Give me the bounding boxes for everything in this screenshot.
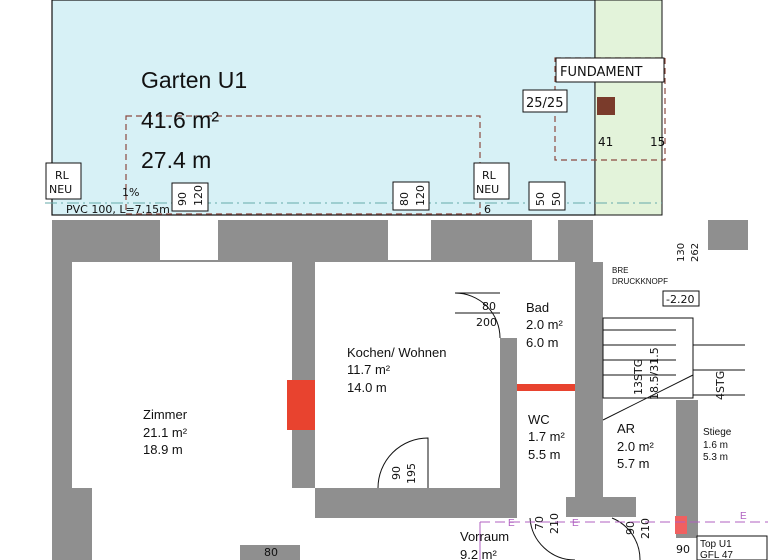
door-bad-width: 80: [482, 300, 496, 313]
svg-text:E: E: [740, 511, 747, 522]
dim-130: 130: [676, 243, 687, 262]
svg-text:Zimmer: Zimmer: [143, 407, 188, 422]
svg-text:11.7 m²: 11.7 m²: [347, 362, 391, 377]
room-vorraum[interactable]: Vorraum 9.2 m²: [460, 529, 509, 560]
window-tag-1: 90 120: [171, 182, 209, 212]
room-kochen-wohnen[interactable]: Kochen/ Wohnen 11.7 m² 14.0 m: [347, 345, 447, 395]
druckknopf-label[interactable]: DRUCKKNOPF: [612, 277, 668, 286]
door-bottom-width: 90: [676, 543, 690, 556]
svg-text:2.0 m²: 2.0 m²: [617, 439, 655, 454]
post-tag: [522, 89, 568, 113]
dim-262: 262: [690, 243, 701, 262]
svg-text:120: 120: [414, 185, 427, 206]
stair-dim-label: 18.5/31.5: [648, 347, 661, 400]
door-kochen-height: 195: [405, 463, 418, 484]
garden-area-value: 41.6 m²: [141, 107, 219, 133]
rl-neu-tag-right: RL NEU: [473, 162, 510, 200]
walls: [52, 220, 748, 560]
stair-steps-label: 13STG: [632, 359, 645, 395]
svg-text:Stiege: Stiege: [703, 427, 732, 438]
door-bad-height: 200: [476, 316, 497, 329]
fundament-label: FUNDAMENT: [560, 65, 643, 80]
stairs[interactable]: [602, 317, 745, 421]
svg-text:RL: RL: [482, 169, 497, 182]
gfl-label: GFL 47: [700, 550, 733, 560]
top-label: Top U1: [700, 539, 732, 550]
stair2-steps-label: 4STG: [714, 371, 727, 400]
window-openings: [160, 220, 558, 260]
svg-text:RL: RL: [55, 169, 70, 182]
level-label: -2.20: [666, 293, 694, 306]
svg-text:2.0 m²: 2.0 m²: [526, 317, 564, 332]
garden-name: Garten U1: [141, 67, 247, 93]
dim-41: 41: [598, 135, 613, 149]
garden-perimeter: 27.4 m: [141, 147, 211, 173]
svg-text:E: E: [572, 518, 579, 529]
svg-text:5.7 m: 5.7 m: [617, 456, 650, 471]
svg-text:6.0 m: 6.0 m: [526, 335, 559, 350]
svg-text:50: 50: [550, 192, 563, 206]
svg-text:AR: AR: [617, 421, 635, 436]
column-icon: [597, 97, 615, 115]
pipe-label: PVC 100, L=7.15m: [66, 203, 170, 216]
highlight-wall: [287, 380, 315, 430]
level-tag: [662, 290, 700, 307]
dim-15: 15: [650, 135, 665, 149]
door-ar-width: 90: [624, 521, 637, 535]
rl-neu-tag-left: RL NEU: [45, 162, 82, 200]
drain-label: 6: [484, 203, 491, 216]
svg-text:WC: WC: [528, 412, 550, 427]
door-wc-width: 70: [533, 516, 546, 530]
room-bad[interactable]: Bad 2.0 m² 6.0 m: [526, 300, 564, 350]
svg-text:18.9 m: 18.9 m: [143, 442, 183, 457]
room-zimmer[interactable]: Zimmer 21.1 m² 18.9 m: [143, 407, 188, 457]
svg-text:80: 80: [398, 192, 411, 206]
slope-label: 1%: [122, 186, 139, 199]
door-zimmer-width: 80: [264, 546, 278, 559]
fundament-tag: [555, 57, 665, 83]
svg-text:Vorraum: Vorraum: [460, 529, 509, 544]
svg-text:9.2 m²: 9.2 m²: [460, 547, 498, 560]
doors[interactable]: [377, 292, 641, 560]
highlight-pillar: [675, 516, 687, 534]
garden-area[interactable]: [51, 0, 596, 216]
door-wc-height: 210: [548, 513, 561, 534]
svg-text:120: 120: [192, 185, 205, 206]
electric-line: E E E: [479, 511, 768, 560]
svg-text:14.0 m: 14.0 m: [347, 380, 387, 395]
bre-label: BRE: [612, 266, 628, 275]
svg-text:NEU: NEU: [49, 183, 72, 196]
svg-text:50: 50: [534, 192, 547, 206]
svg-text:1.7 m²: 1.7 m²: [528, 429, 566, 444]
top-tag: [696, 535, 768, 560]
room-wc[interactable]: WC 1.7 m² 5.5 m: [528, 412, 566, 462]
window-tag-2: 80 120: [392, 181, 430, 211]
svg-text:5.5 m: 5.5 m: [528, 447, 561, 462]
svg-text:NEU: NEU: [476, 183, 499, 196]
svg-text:1.6 m: 1.6 m: [703, 440, 728, 451]
svg-text:Bad: Bad: [526, 300, 549, 315]
svg-text:E: E: [508, 518, 515, 529]
svg-text:90: 90: [176, 192, 189, 206]
post-label: 25/25: [526, 96, 563, 111]
room-stiege[interactable]: Stiege 1.6 m 5.3 m: [703, 427, 732, 463]
svg-text:5.3 m: 5.3 m: [703, 452, 728, 463]
room-ar[interactable]: AR 2.0 m² 5.7 m: [617, 421, 655, 471]
door-ar-height: 210: [639, 518, 652, 539]
svg-text:21.1 m²: 21.1 m²: [143, 425, 188, 440]
svg-text:Kochen/ Wohnen: Kochen/ Wohnen: [347, 345, 447, 360]
highlight-partition: [517, 384, 575, 391]
door-kochen-width: 90: [390, 466, 403, 480]
window-tag-3: 50 50: [528, 181, 566, 211]
